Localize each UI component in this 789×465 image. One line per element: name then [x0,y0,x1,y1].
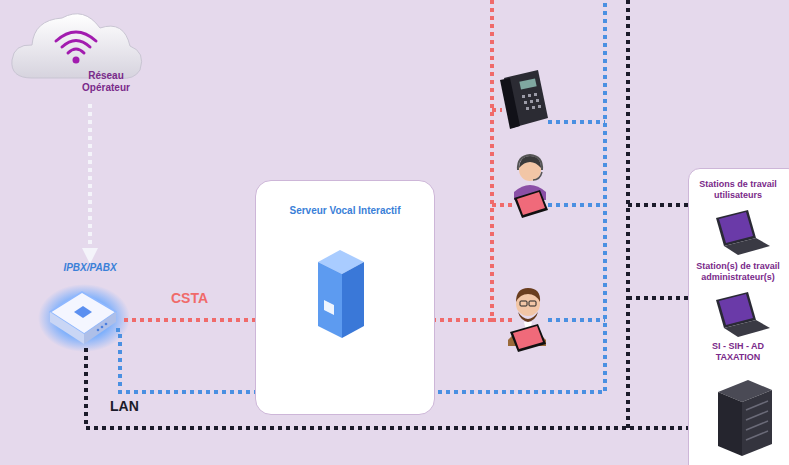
laptop-icon [716,210,770,255]
dotted-connector [124,318,255,322]
server-icon [318,250,364,338]
connector-label: LAN [110,398,139,414]
ivr-server-box: Serveur Vocal Interactif [255,180,435,415]
node-label: IPBX/PABX [56,262,124,273]
cloud-icon [12,14,142,79]
node-label: Stations de travail utilisateurs [691,179,785,201]
connector-label: CSTA [171,290,208,306]
node-label: Réseau Opérateur [70,70,142,94]
ipbx-device [38,284,130,352]
agent-icon [514,155,548,218]
businessman-icon [508,288,546,352]
wiring [116,0,688,428]
laptop-icon [716,292,770,337]
pbx-node: IPBX/PABX [56,258,124,348]
node-label: Station(s) de travail administrateur(s) [691,261,785,283]
workstations-panel: Stations de travail utilisateursStation(… [688,168,789,465]
node-label: SI - SIH - AD TAXATION [691,341,785,363]
cloud-node: Réseau Opérateur [20,4,172,104]
desk-phone-icon [500,70,548,129]
node-label: Serveur Vocal Interactif [256,205,434,216]
rack-server-icon [718,380,772,456]
dotted-connector [88,104,92,256]
